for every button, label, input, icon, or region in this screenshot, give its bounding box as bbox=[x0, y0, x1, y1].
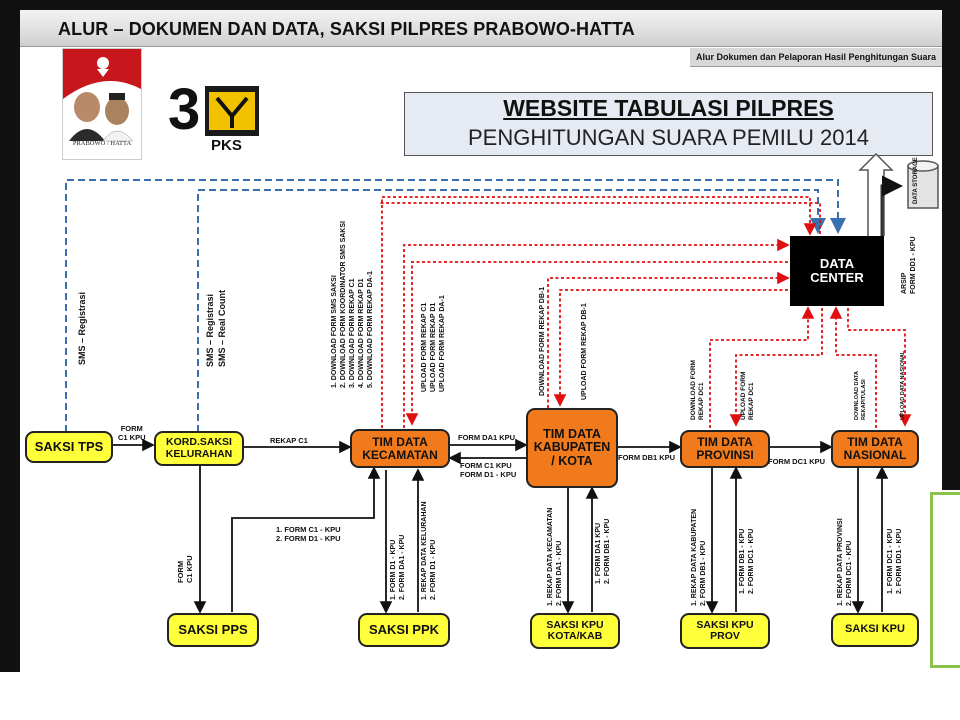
upload-to-website-arrow bbox=[858, 152, 903, 236]
prabowo-hatta-logo: PRABOWO / HATTA bbox=[62, 48, 142, 160]
prov-forms-label: 1. FORM DB1 - KPU 2. FORM DC1 - KPU bbox=[739, 528, 755, 594]
saksi-kpu-node[interactable]: SAKSI KPU bbox=[831, 613, 919, 647]
party-label: PKS bbox=[211, 137, 242, 154]
download-forms-label: 1. DOWNLOAD FORM SMS SAKSI 2. DOWNLOAD F… bbox=[331, 221, 374, 388]
header-bar bbox=[20, 10, 942, 47]
arsip-label: ARSIP FORM DD1 - KPU bbox=[901, 236, 917, 294]
tim-data-kecamatan-node[interactable]: TIM DATA KECAMATAN bbox=[350, 429, 450, 468]
saksi-kpu-prov-line2: PROV bbox=[710, 630, 740, 642]
tim-data-nasional-node[interactable]: TIM DATA NASIONAL bbox=[831, 430, 919, 468]
page-title: ALUR – DOKUMEN DAN DATA, SAKSI PILPRES P… bbox=[58, 19, 635, 39]
side-panel-fragment bbox=[930, 492, 960, 668]
sms-real-count-label: SMS – Registrasi SMS – Real Count bbox=[204, 290, 228, 367]
sms-blue-lines bbox=[65, 179, 846, 432]
upload-forms-label: UPLOAD FORM REKAP C1 UPLOAD FORM REKAP D… bbox=[421, 295, 446, 392]
kota-forms-label: 1. FORM DA1 KPU 2. FORM DB1 - KPU bbox=[595, 518, 611, 584]
subheader-bar bbox=[690, 48, 942, 67]
kord-saksi-node[interactable]: KORD.SAKSI KELURAHAN bbox=[154, 431, 244, 466]
pps-form-2: 2. FORM D1 - KPU bbox=[276, 534, 341, 543]
download-db1-label: DOWNLOAD FORM REKAP DB-1 bbox=[539, 286, 546, 396]
data-center-line2: CENTER bbox=[810, 270, 864, 285]
pps-forms-label: 1. FORM C1 - KPU 2. FORM D1 - KPU bbox=[276, 525, 341, 543]
download-dc1-label: DOWNLOAD FORM REKAP DC1 bbox=[690, 360, 705, 420]
pps-form-1: 1. FORM C1 - KPU bbox=[276, 525, 341, 534]
form-dc1-kpu-label: FORM DC1 KPU bbox=[768, 457, 826, 466]
saksi-kpu-label: SAKSI KPU bbox=[845, 623, 905, 636]
form-c1kpu-vertical-label: FORM C1 KPU bbox=[176, 555, 194, 583]
website-subtitle: PENGHITUNGAN SUARA PEMILU 2014 bbox=[467, 125, 869, 150]
ppk-rekap-label: 1. REKAP DATA KELURAHAN 2. FORM D1 - KPU bbox=[421, 501, 437, 600]
saksi-kpu-kota-node[interactable]: SAKSI KPU KOTA/KAB bbox=[530, 613, 620, 649]
candidates-image bbox=[63, 49, 141, 159]
logo-caption: PRABOWO / HATTA bbox=[72, 140, 132, 147]
kord-saksi-line2: KELURAHAN bbox=[165, 447, 233, 460]
kota-rekap-label: 1. REKAP DATA KECAMATAN 2. FORM DA1 - KP… bbox=[547, 507, 563, 606]
saksi-tps-node[interactable]: SAKSI TPS bbox=[25, 431, 113, 463]
tim-data-provinsi-node[interactable]: TIM DATA PROVINSI bbox=[680, 430, 770, 468]
nas-rekap-label: 1. REKAP DATA PROVINSI 2. FORM DC1 - KPU bbox=[837, 518, 853, 606]
bottom-blank-strip bbox=[0, 672, 960, 720]
main-flow-arrows bbox=[113, 438, 889, 614]
tim-kabupaten-line2: KABUPATEN bbox=[533, 440, 611, 455]
tim-kabupaten-line3: / KOTA bbox=[551, 453, 593, 468]
ppk-forms-label: 1. FORM D1 - KPU 2. FORM DA1 - KPU bbox=[390, 534, 406, 600]
tim-kecamatan-line2: KECAMATAN bbox=[362, 447, 438, 462]
saksi-kpu-kota-line2: KOTA/KAB bbox=[547, 630, 603, 642]
tim-nasional-line1: TIM DATA bbox=[847, 435, 903, 450]
data-center-node[interactable]: DATA CENTER bbox=[790, 236, 884, 306]
saksi-ppk-node[interactable]: SAKSI PPK bbox=[358, 613, 450, 647]
upload-db1-label: UPLOAD FORM REKAP DB-1 bbox=[581, 303, 588, 400]
frame-right-border bbox=[942, 0, 960, 490]
pks-emblem-icon bbox=[205, 86, 259, 136]
saksi-tps-label: SAKSI TPS bbox=[34, 439, 104, 455]
sms-registrasi-2: SMS – Registrasi bbox=[205, 293, 215, 367]
form-c1-line1: FORM bbox=[120, 424, 143, 433]
tim-provinsi-line1: TIM DATA bbox=[697, 435, 753, 450]
saksi-kpu-prov-node[interactable]: SAKSI KPU PROV bbox=[680, 613, 770, 649]
download-nasional-label: DOWNLOAD DATA REKAPITULASI bbox=[854, 371, 867, 420]
tim-kecamatan-line1: TIM DATA bbox=[372, 434, 428, 449]
saksi-pps-node[interactable]: SAKSI PPS bbox=[167, 613, 259, 647]
saksi-ppk-label: SAKSI PPK bbox=[368, 622, 440, 638]
website-tabulasi-box: WEBSITE TABULASI PILPRES PENGHITUNGAN SU… bbox=[404, 92, 933, 156]
data-storage-icon bbox=[907, 160, 939, 209]
party-number: 3 bbox=[168, 77, 201, 142]
form-d1-kpu-line: FORM D1 - KPU bbox=[460, 470, 517, 479]
upload-dc1-label: UPLOAD FORM REKAP DC1 bbox=[740, 371, 755, 420]
nas-forms-label: 1. FORM DC1 - KPU 2. FORM DD1 - KPU bbox=[887, 528, 903, 594]
prov-rekap-label: 1. REKAP DATA KABUPATEN 2. FORM DB1 - KP… bbox=[691, 508, 707, 606]
tim-nasional-line2: NASIONAL bbox=[843, 448, 907, 462]
kord-saksi-line1: KORD.SAKSI bbox=[166, 436, 232, 449]
saksi-kpu-kota-line1: SAKSI KPU bbox=[546, 618, 604, 631]
upload-nasional-label: UPLOAD DATA NASIONAL bbox=[900, 350, 906, 420]
flow-connectors bbox=[65, 152, 912, 614]
website-title: WEBSITE TABULASI PILPRES bbox=[503, 95, 834, 121]
subheader-text: Alur Dokumen dan Pelaporan Hasil Penghit… bbox=[696, 52, 937, 62]
form-da1-kpu-label: FORM DA1 KPU bbox=[458, 433, 516, 442]
form-c1-kpu-label: FORM C1 KPU bbox=[118, 424, 146, 442]
form-c1-kpu-line: FORM C1 KPU bbox=[460, 461, 512, 470]
data-storage-label: DATA STORAGE bbox=[913, 157, 919, 204]
saksi-kpu-prov-line1: SAKSI KPU bbox=[696, 618, 754, 631]
data-center-line1: DATA bbox=[819, 256, 855, 272]
sms-registrasi-label: SMS – Registrasi bbox=[77, 291, 87, 365]
tim-provinsi-line2: PROVINSI bbox=[696, 448, 754, 462]
form-c1-d1-label: FORM C1 KPU FORM D1 - KPU bbox=[460, 461, 516, 479]
form-db1-kpu-label: FORM DB1 KPU bbox=[618, 453, 676, 462]
red-dotted-lines bbox=[380, 196, 912, 428]
pks-logo: 3 PKS bbox=[163, 80, 263, 160]
tim-data-kabupaten-node[interactable]: TIM DATA KABUPATEN / KOTA bbox=[526, 408, 618, 488]
frame-left-border bbox=[0, 0, 20, 672]
sms-real-count: SMS – Real Count bbox=[217, 289, 227, 367]
tim-kabupaten-line1: TIM DATA bbox=[543, 427, 601, 442]
saksi-pps-label: SAKSI PPS bbox=[178, 622, 248, 638]
form-c1-line2: C1 KPU bbox=[118, 433, 146, 442]
rekap-c1-label: REKAP C1 bbox=[270, 436, 308, 445]
